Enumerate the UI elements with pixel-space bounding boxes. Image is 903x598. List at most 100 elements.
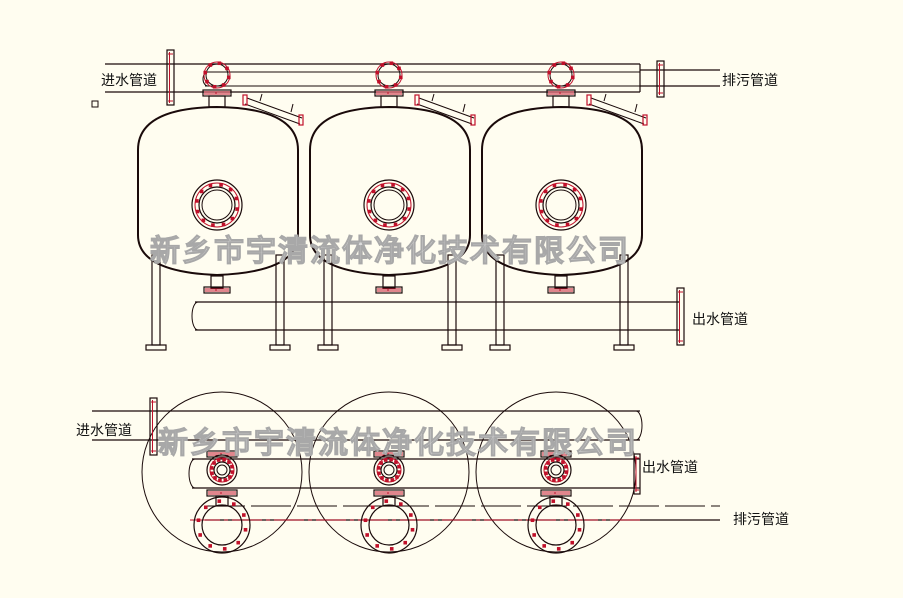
plan-drain-bolt [532, 533, 536, 537]
plan-valve-3-bolt [550, 458, 555, 462]
plan-valve-2-inner [380, 461, 398, 479]
vent-pipe-2 [416, 97, 475, 125]
plan-drain-flange-3 [527, 496, 585, 554]
plan-drain-bolt [243, 527, 248, 532]
top-valve-bolt [397, 66, 401, 71]
vent-tick [462, 103, 466, 113]
leg-foot [269, 344, 291, 351]
manhole-2-bore [373, 189, 405, 221]
plan-valve-1-bolt [213, 476, 217, 480]
top-valve-bolt [375, 70, 380, 75]
plan-outlet-end [188, 458, 196, 489]
manhole-3-outer [535, 179, 587, 231]
tank-plan-3 [475, 391, 637, 553]
plan-valve-2-bolt [380, 476, 384, 480]
plan-valve-1-bolt [223, 478, 228, 482]
top-valve-bolt [565, 83, 570, 87]
plan-drain-bolt [375, 544, 379, 548]
tank-3-shell [481, 105, 643, 277]
vent-tick [431, 93, 435, 102]
inlet-flange [166, 49, 175, 106]
plan-drain-flange-2 [360, 496, 418, 554]
plan-nozzle [549, 495, 563, 507]
top-valve-bolt [380, 63, 385, 67]
top-valve-bolt [393, 83, 398, 87]
manhole-3-bolt [579, 207, 583, 211]
manhole-1-bore [201, 189, 233, 221]
marker-square [91, 100, 99, 108]
top-valve-bolt [225, 66, 229, 71]
front-drain-label: 排污管道 [722, 73, 778, 89]
manhole-1-outer [191, 179, 243, 231]
leg-foot [489, 344, 511, 351]
plan-valve-3-bolt [564, 464, 568, 469]
plan-valve-2-bolt [390, 478, 395, 482]
bottom-flange-2 [375, 286, 403, 294]
top-valve-bolt [226, 75, 231, 80]
plan-drain-bolt [566, 502, 570, 506]
vent-pipe-1 [244, 97, 303, 125]
plan-drain-bolt [409, 513, 413, 517]
leg-foot [441, 344, 463, 351]
vent-flange-2 [414, 94, 420, 106]
vent-flange-1 [242, 94, 248, 106]
top-valve-3 [547, 61, 575, 89]
plan-drain-bolt [389, 547, 394, 551]
watermark-bottom: 新乡市宇清流体净化技术有限公司 [158, 426, 638, 462]
manhole-1-bolt [208, 183, 213, 188]
top-valve-body-3 [549, 63, 573, 87]
top-valve-bolt [570, 75, 575, 80]
plan-valve-2-bolt [389, 457, 393, 462]
manhole-3-bolt [539, 199, 543, 203]
manhole-3-bolt [572, 187, 577, 192]
top-valve-bolt [384, 84, 389, 89]
manhole-3-bolt [574, 216, 579, 221]
manhole-2-bolt [371, 189, 376, 194]
plan-valve-2-bolt [397, 464, 401, 469]
plan-drain-bolt [537, 505, 542, 510]
top-flange-2 [374, 89, 404, 97]
plan-drain-bolt [196, 518, 201, 523]
manhole-2-bolt [407, 207, 411, 211]
plan-outlet-label: 出水管道 [642, 460, 698, 476]
manhole-1-flange [194, 182, 240, 228]
plan-drain-bolt [203, 505, 208, 510]
plan-valve-2-flange [376, 457, 402, 483]
plan-valve-1-bolt [209, 466, 214, 470]
manhole-2-bolt [402, 216, 407, 221]
vent-tick [634, 103, 638, 113]
plan-drain-bolt [570, 540, 575, 545]
manhole-2-bolt [373, 218, 378, 223]
plan-drain-bolt [410, 527, 415, 532]
manhole-3-bolt [563, 183, 567, 187]
vent-tick [603, 93, 607, 102]
manhole-2-bolt [400, 187, 405, 192]
plan-drain-bolt [556, 547, 561, 551]
plan-valve-3-bolt [552, 478, 556, 483]
manhole-3-bolt [565, 222, 570, 227]
manhole-3-flange [538, 182, 584, 228]
top-valve-bolt [377, 79, 381, 84]
manhole-2-outer [363, 179, 415, 231]
plan-valve-flange [540, 489, 572, 497]
top-valve-body-1 [205, 63, 229, 87]
plan-drain-bolt [399, 502, 403, 506]
vent-tick [259, 93, 263, 102]
front-outlet-label: 出水管道 [692, 312, 748, 328]
leg-foot [317, 344, 339, 351]
outlet-pipe-end [191, 301, 199, 331]
plan-drain-bolt [236, 540, 241, 545]
watermark-top: 新乡市宇清流体净化技术有限公司 [150, 234, 630, 270]
leg-foot [613, 344, 635, 351]
top-valve-bolt [549, 79, 553, 84]
plan-drain-bore-3 [535, 504, 577, 546]
plan-drain-label: 排污管道 [733, 512, 789, 528]
plan-valve-1-bolt [218, 478, 222, 483]
plan-drain-flange-1 [193, 496, 251, 554]
top-nozzle-3 [552, 95, 570, 108]
bottom-flange-3 [547, 286, 575, 294]
plan-valve-1-bolt [212, 461, 216, 465]
plan-nozzle [215, 495, 229, 507]
manhole-3-bore [545, 189, 577, 221]
